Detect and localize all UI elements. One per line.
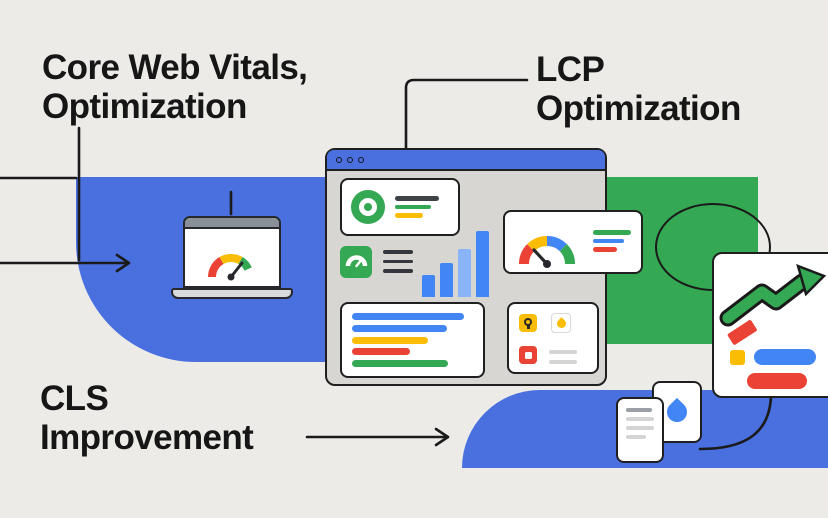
arrowhead-to-laptop xyxy=(115,253,131,273)
stop-icon xyxy=(519,346,537,364)
document-card xyxy=(616,397,664,463)
water-drop-icon xyxy=(662,397,692,427)
cls-arrowhead xyxy=(434,427,450,447)
label-line: LCP xyxy=(536,50,605,89)
laptop-screen xyxy=(183,216,281,288)
label-line: CLS xyxy=(40,379,109,418)
label-line: Optimization xyxy=(536,89,741,128)
speedometer-text-lines xyxy=(593,226,631,256)
curve-connector-bottom-right xyxy=(698,395,773,451)
metric-bar-green xyxy=(352,360,448,367)
bar xyxy=(440,263,453,297)
metric-bar-yellow xyxy=(352,336,428,344)
text-line-blue xyxy=(593,238,624,243)
lcp-label-connector xyxy=(404,78,529,151)
lcp-optimization-label: LCP Optimization xyxy=(536,50,741,128)
laptop-base xyxy=(171,288,293,299)
score-text-lines xyxy=(395,192,439,222)
tile-text-lines xyxy=(549,350,577,370)
browser-titlebar xyxy=(327,150,605,171)
core-web-vitals-label: Core Web Vitals, Optimization xyxy=(42,48,308,126)
metric-bar-red xyxy=(352,348,410,356)
window-control-dot xyxy=(347,156,353,163)
cls-improvement-label: CLS Improvement xyxy=(40,379,254,457)
label-line: Core Web Vitals, xyxy=(42,48,308,87)
text-line-yellow xyxy=(395,213,423,218)
bar xyxy=(458,249,471,297)
laptop-screen-topbar xyxy=(185,218,279,229)
bar xyxy=(422,275,435,297)
bar xyxy=(476,231,489,297)
label-line: Optimization xyxy=(42,87,247,126)
label-line: Improvement xyxy=(40,418,254,457)
lock-icon xyxy=(519,314,537,332)
metric-bar-blue xyxy=(352,313,464,320)
speedometer-gauge-icon xyxy=(518,235,576,268)
window-control-dot xyxy=(336,156,342,163)
window-control-dot xyxy=(358,156,364,163)
doc-line xyxy=(626,408,652,412)
speed-gauge-icon xyxy=(207,253,252,281)
doc-line xyxy=(626,417,654,421)
menu-lines-icon xyxy=(383,250,413,279)
speedometer-card xyxy=(503,210,643,274)
text-line-red xyxy=(593,247,617,252)
score-donut-card xyxy=(340,178,460,236)
metric-bars-card xyxy=(340,302,485,378)
gauge-tile-icon xyxy=(340,246,372,278)
trend-chart-icon xyxy=(719,263,827,389)
bar-chart-icon xyxy=(422,231,490,297)
icon-tiles-card xyxy=(507,302,599,374)
trend-panel xyxy=(712,252,828,398)
doc-line xyxy=(626,435,646,439)
text-line-dark xyxy=(395,196,439,201)
text-line-green xyxy=(395,204,431,210)
drop-tile-icon xyxy=(551,313,571,333)
text-line-green xyxy=(593,230,631,235)
doc-line xyxy=(626,426,654,430)
donut-gauge-icon xyxy=(351,190,385,224)
metric-bar-blue xyxy=(352,324,447,332)
laptop-illustration xyxy=(171,216,293,300)
